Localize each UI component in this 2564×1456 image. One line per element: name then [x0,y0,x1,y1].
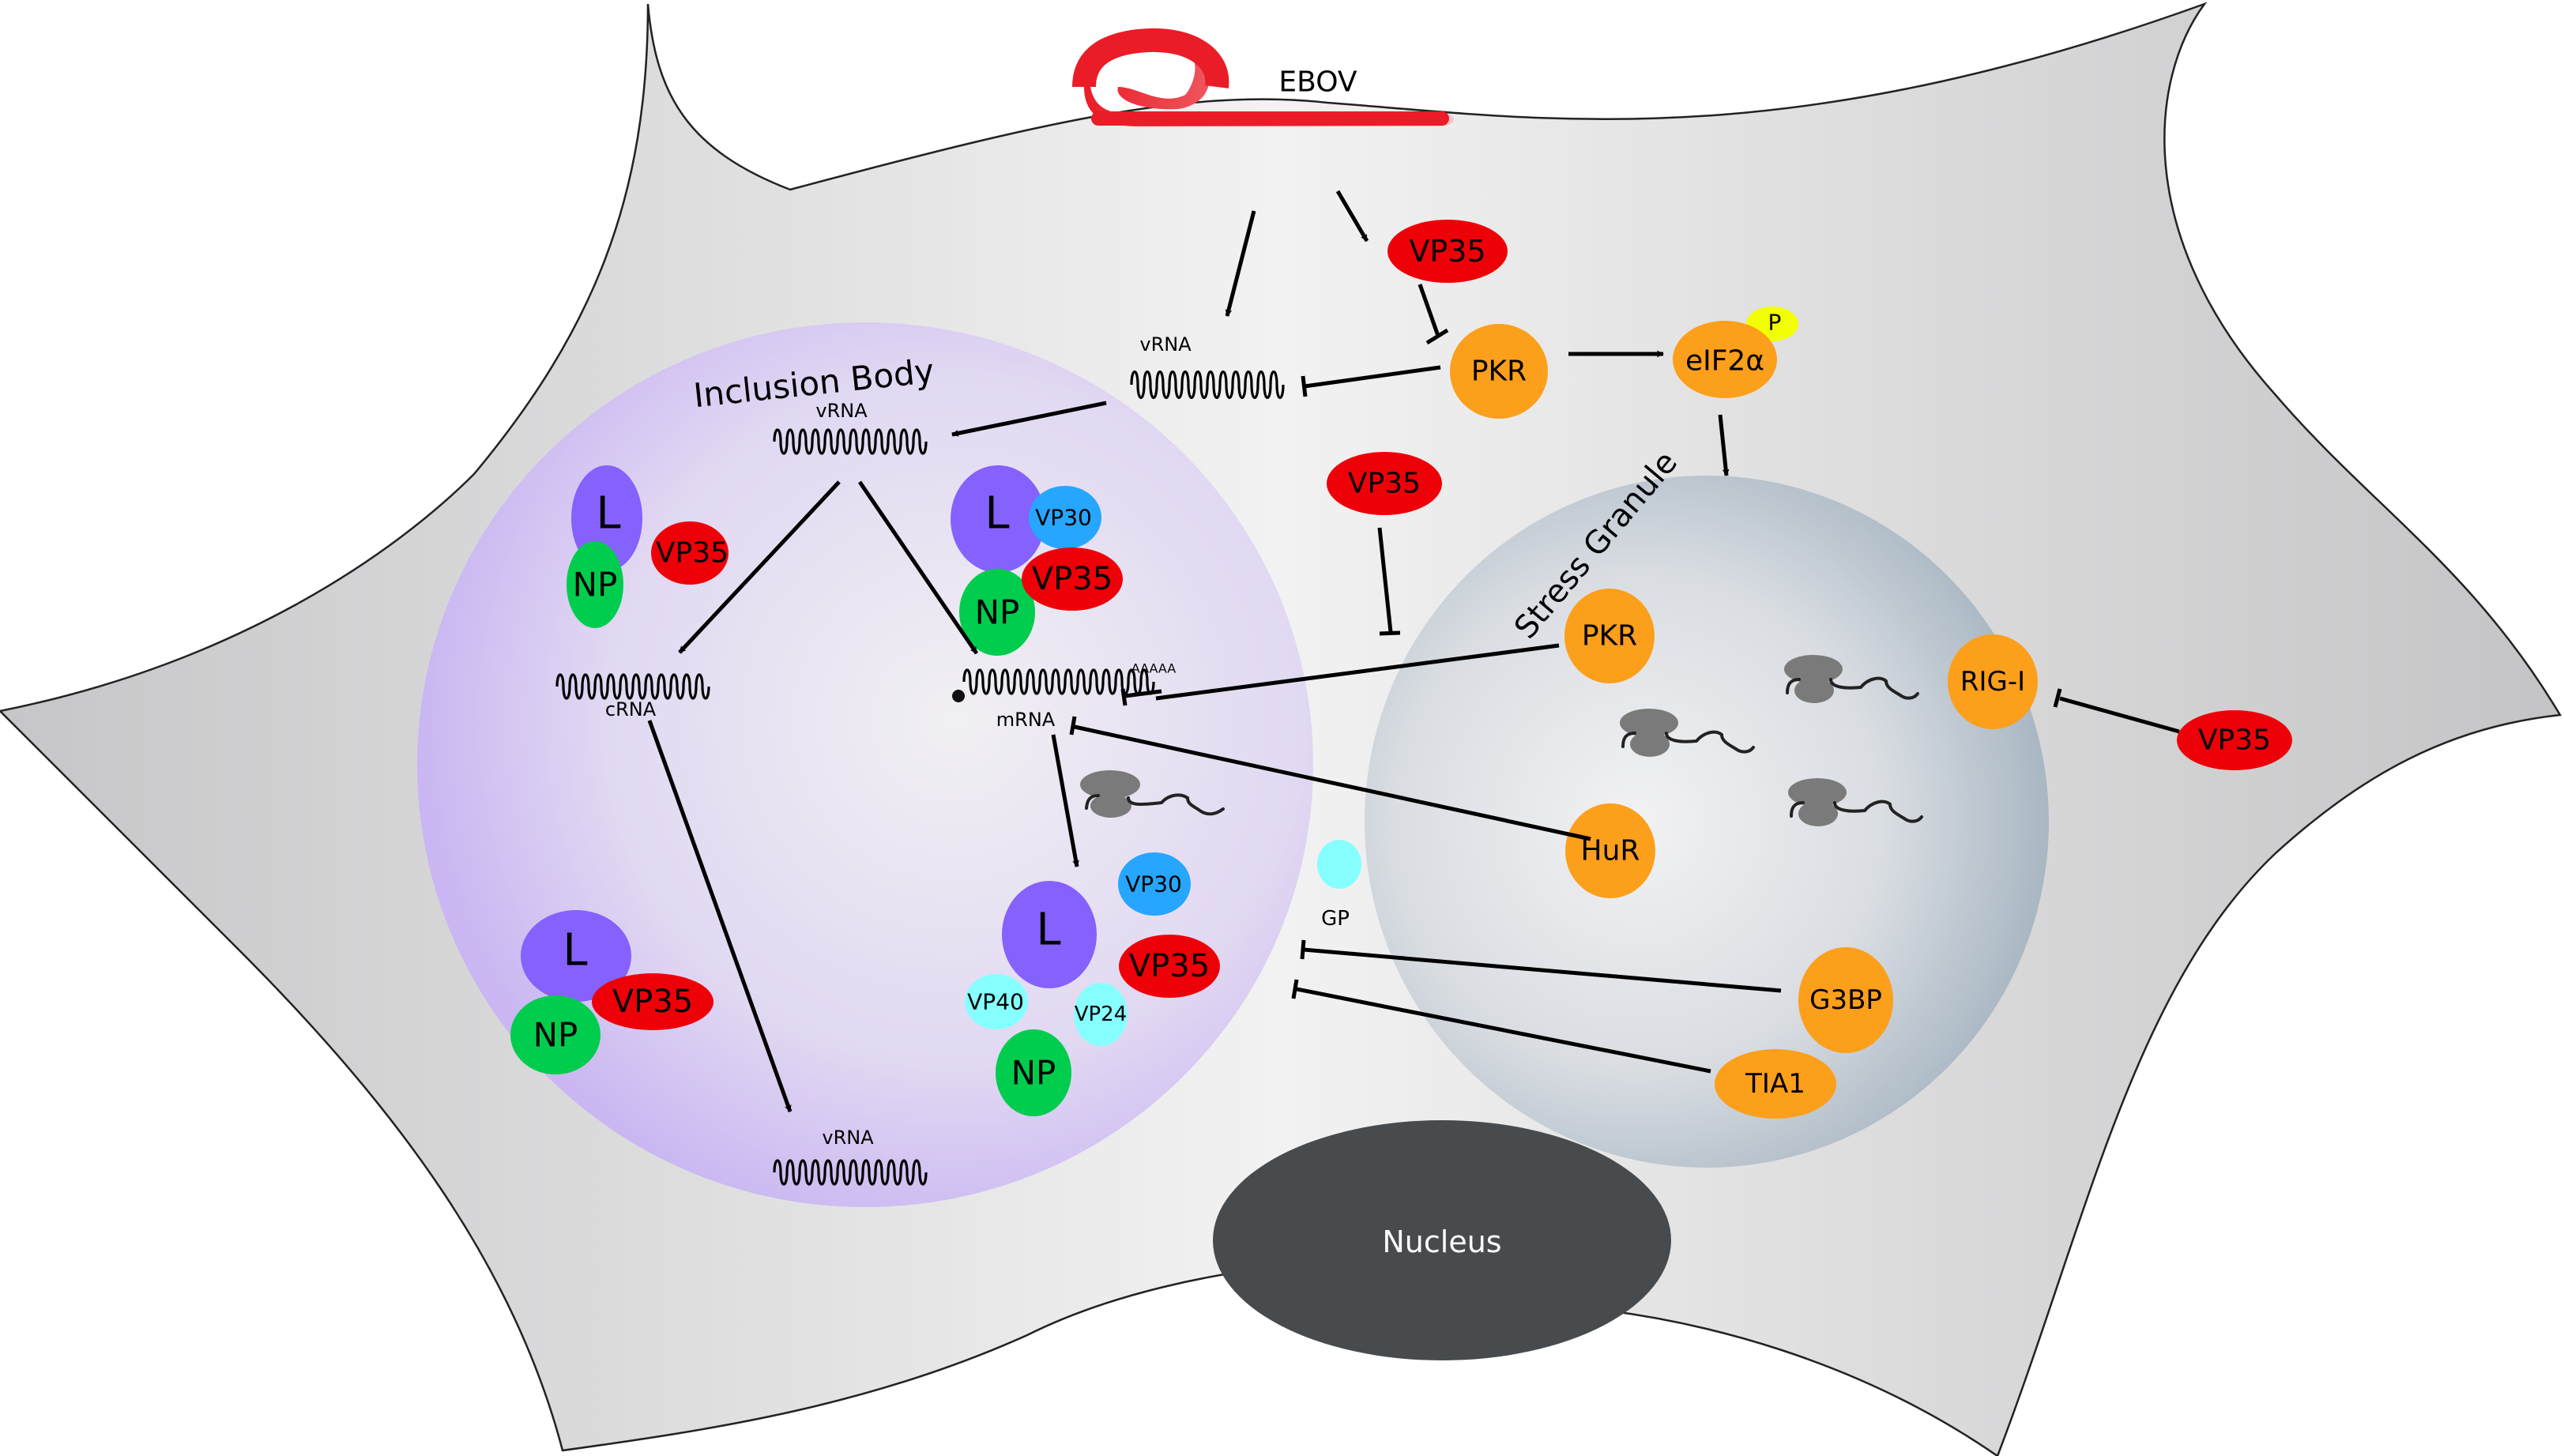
vrna-top-label: vRNA [1139,333,1192,356]
l-protein [951,465,1045,573]
ebov-label: EBOV [1278,66,1357,99]
hur-label: HuR [1581,835,1640,867]
l-label: L [596,488,620,540]
vrna-inclusion-strand [773,428,928,455]
inhibit-g3bp-to-proteins [1300,939,1782,993]
vp35-mid [1327,452,1442,515]
ebov-virus-icon [1072,28,1454,126]
np-label: NP [1011,1054,1056,1093]
complex-1: L NP VP35 [567,465,729,628]
ribosome-icon [1080,770,1225,818]
arrow-vrna-to-inclusion [951,401,1107,437]
np-label: NP [975,593,1020,632]
np-label: NP [573,566,618,604]
vp35-protein [592,973,713,1030]
mrna-cap-icon [952,690,965,702]
l-protein [521,910,631,1002]
sg-ribosome-icon [1788,778,1923,826]
crna-strand [555,673,710,700]
sg-ribosome-icon [1784,655,1919,703]
vrna-top-strand [1130,370,1285,400]
vp35-label: VP35 [612,984,693,1020]
arrow-eif2a-to-sg [1718,414,1730,476]
vp35-top-label: VP35 [1409,234,1485,269]
sg-pkr-label: PKR [1582,620,1637,653]
vp30-protein [1118,852,1191,916]
rig-i-label: RIG-I [1960,666,2025,698]
inhibit-vp35-to-sg [1377,527,1401,636]
np-protein [996,1029,1071,1116]
polya-label: AAAAA [1131,661,1177,676]
np-protein [567,541,623,628]
gp-label: GP [1321,907,1350,931]
phospho-label: P [1768,310,1782,336]
hur [1565,803,1655,898]
g3bp-label: G3BP [1809,984,1882,1016]
vp40-protein [965,974,1028,1029]
complex-4: L VP30 VP35 VP40 VP24 NP [965,852,1220,1116]
vp35-top [1387,220,1508,283]
arrow-mrna-to-proteins [1051,734,1079,867]
vp24-protein [1074,983,1128,1046]
l-label: L [985,488,1009,540]
inclusion-body [417,322,1313,1207]
np-protein [959,569,1035,656]
vrna-inclusion-label: vRNA [815,400,868,422]
mrna-strand [962,668,1155,695]
rig-i [1948,634,2038,729]
vrna-bottom-label: vRNA [822,1127,874,1149]
complex-2: L VP30 NP VP35 [951,465,1123,656]
vp35-right [2177,710,2292,770]
vp40-label: VP40 [967,989,1024,1015]
arrow-ebov-to-vp35 [1335,190,1369,243]
arrow-vrna-to-mrna [857,480,979,655]
stress-granule [1365,476,2049,1168]
np-label: NP [533,1016,578,1055]
g3bp [1798,947,1893,1053]
nucleus [1213,1120,1671,1360]
inhibit-vp35-to-pkr [1418,284,1449,345]
vp35-protein [1022,547,1123,611]
l-label: L [1036,905,1060,956]
vp35-label: VP35 [1032,561,1113,597]
vp35-mid-label: VP35 [1348,468,1421,500]
l-protein [1002,881,1097,988]
vp35-label: VP35 [1129,948,1210,984]
eif2a [1673,321,1777,398]
sg-ribosome-icon [1620,709,1755,757]
pkr-top [1450,324,1548,419]
np-protein [510,995,601,1074]
vp35-protein [1119,935,1220,998]
inhibit-tia1-to-proteins [1291,979,1711,1074]
vp35-right-label: VP35 [2198,724,2271,757]
tia1 [1715,1049,1836,1119]
eif2a-label: eIF2α [1685,345,1764,378]
vrna-bottom-strand [773,1159,928,1186]
arrow-ebov-to-vrna [1225,210,1256,317]
crna-label: cRNA [605,698,657,720]
arrow-crna-to-vrna [647,720,793,1112]
inhibit-pkr-to-mrna [1120,643,1560,706]
mrna-label: mRNA [996,709,1056,731]
vp30-label: VP30 [1035,505,1092,531]
vp30-protein [1029,486,1101,549]
complex-3: L NP VP35 [510,910,713,1074]
tia1-label: TIA1 [1745,1068,1805,1100]
sg-pkr [1564,589,1655,683]
inhibit-pkr-to-vrna [1301,365,1441,397]
vp35-label: VP35 [656,537,729,570]
vp35-protein [651,521,729,585]
arrow-vrna-to-crna [678,480,841,654]
inhibit-hur-to-mrna [1069,716,1591,841]
inhibit-vp35-to-rig-i [2053,688,2180,734]
gp-protein [1317,840,1361,889]
pkr-top-label: PKR [1471,356,1527,388]
vp24-label: VP24 [1075,1003,1128,1026]
l-label: L [563,925,587,976]
nucleus-label: Nucleus [1382,1225,1501,1259]
vp30-label: VP30 [1125,871,1182,897]
